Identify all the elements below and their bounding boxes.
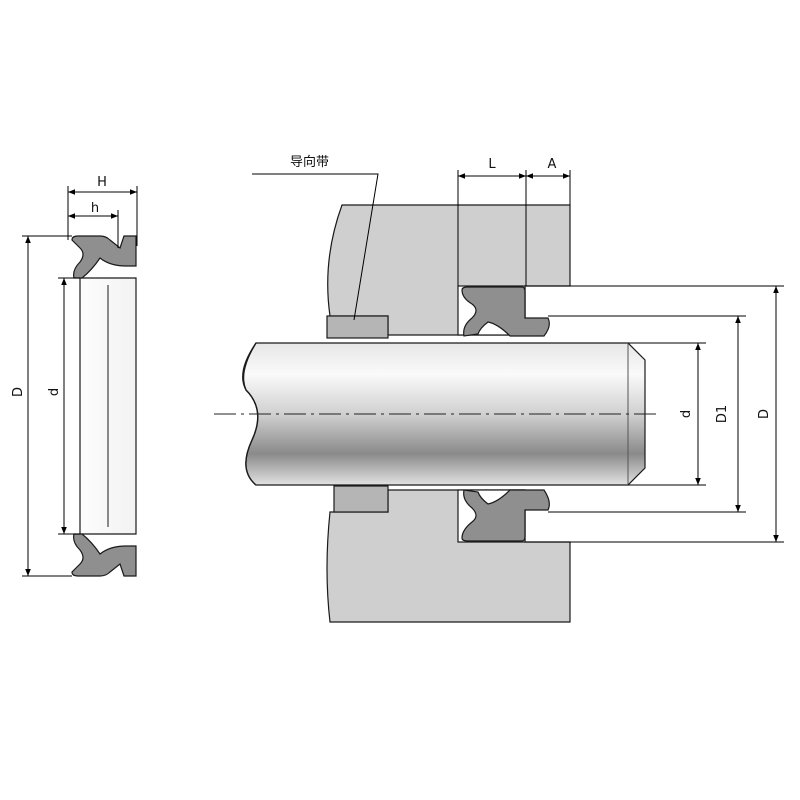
installation-section: 导向带 L A d D1 D xyxy=(214,154,784,623)
seal-d-label: d xyxy=(47,388,62,396)
rod-break-line xyxy=(242,342,259,486)
seal-bottom-section xyxy=(71,533,137,577)
seal-h-label: h xyxy=(91,201,99,216)
guide-band-leader xyxy=(252,173,379,321)
seal-H-label: H xyxy=(97,175,107,190)
groove-A-label: A xyxy=(548,157,557,172)
guide-band-label: 导向带 xyxy=(290,154,329,170)
groove-D-label: D xyxy=(757,409,772,419)
groove-L-label: L xyxy=(488,157,496,172)
seal-D-label: D xyxy=(11,387,26,397)
guide-band-upper xyxy=(326,315,389,339)
seal-top-section xyxy=(71,235,137,279)
groove-D1-label: D1 xyxy=(715,405,730,423)
guide-band-lower xyxy=(333,485,389,513)
installed-seal-upper xyxy=(461,286,550,337)
seal-front-view: H h D d xyxy=(11,175,138,577)
installed-seal-lower xyxy=(461,489,550,542)
rod-d-label: d xyxy=(679,410,694,418)
